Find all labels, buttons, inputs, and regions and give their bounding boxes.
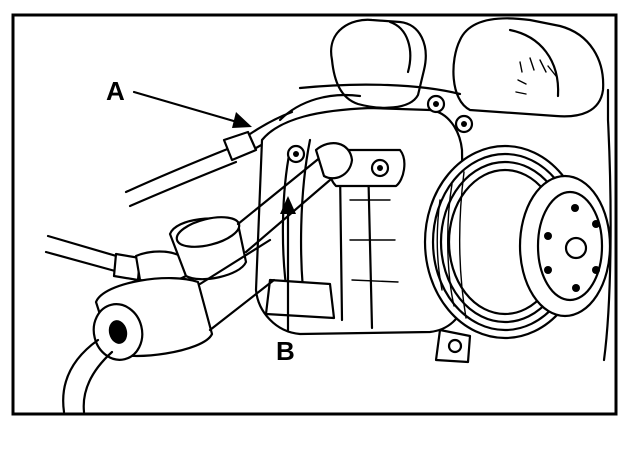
arrowhead-a	[232, 112, 252, 128]
hose-a	[124, 110, 302, 208]
callout-b: B	[276, 196, 296, 366]
arrowhead-b	[280, 196, 296, 214]
callout-a: A	[106, 76, 252, 128]
engine-background	[278, 17, 605, 122]
callout-a-label: A	[106, 76, 125, 106]
clutch-pulley	[423, 88, 612, 362]
service-tool	[44, 142, 354, 414]
figure-frame	[11, 13, 618, 416]
callout-b-label: B	[276, 336, 295, 366]
compressor-body	[254, 94, 474, 364]
